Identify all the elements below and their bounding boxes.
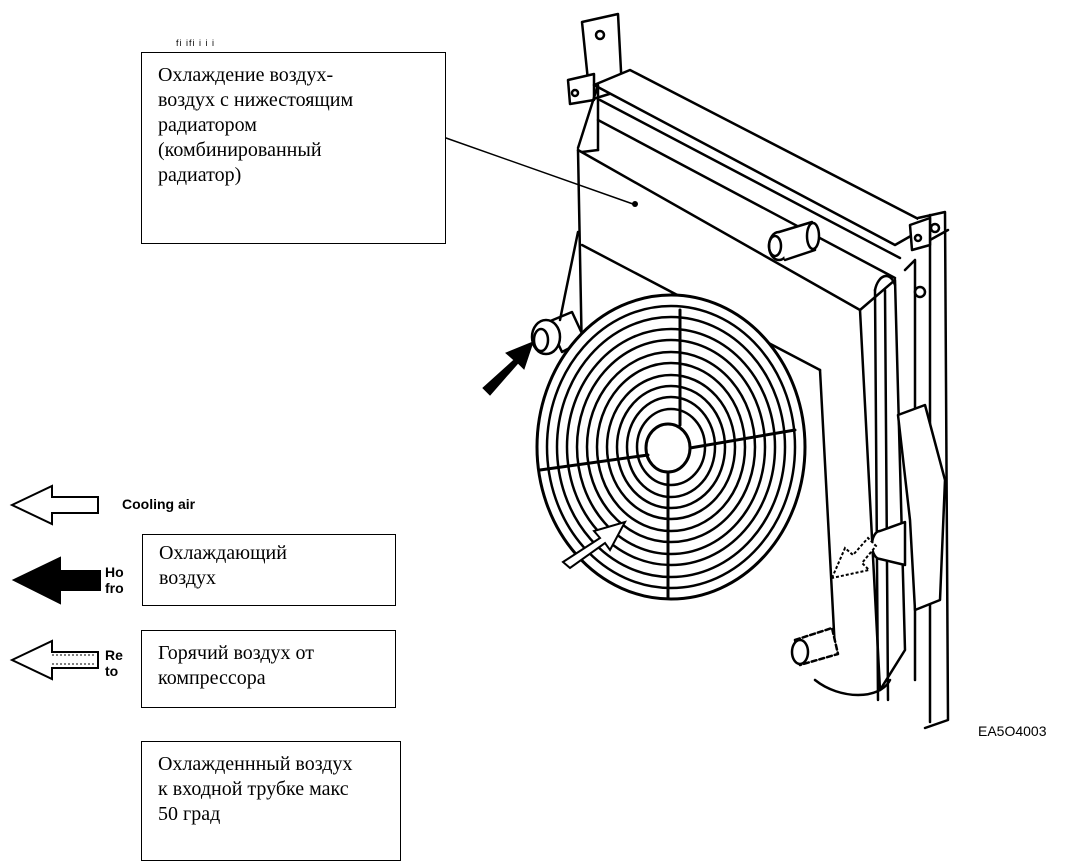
cooled-air-callout-line: Охлажденнный воздух xyxy=(158,753,353,775)
figure-code-label: EA5O4003 xyxy=(978,723,1047,739)
top-nozzle xyxy=(767,220,821,262)
legend-return-fragment-2: to xyxy=(105,663,119,679)
legend-hot-air-arrow xyxy=(11,556,101,605)
cooling-air-callout-line: Охлаждающий xyxy=(159,542,287,564)
vertical-hose xyxy=(870,274,907,702)
hot-air-callout-line: Горячий воздух от xyxy=(158,642,314,664)
legend-cooling-air-label: Cooling air xyxy=(122,496,196,512)
cooling-air-fan-arrow xyxy=(561,520,628,570)
header-scribble: fi ifi i i i xyxy=(176,38,215,48)
radiator-core xyxy=(576,68,932,692)
legend-return-hatch xyxy=(52,654,96,665)
cooled-air-callout-box: Охлажденнный воздух к входной трубке мак… xyxy=(141,741,401,861)
right-mounting-bracket xyxy=(896,210,950,730)
legend-hot-air-fragment-2: fro xyxy=(105,580,124,596)
fan-guard xyxy=(535,293,807,601)
radiator-callout-line: радиатором xyxy=(158,114,257,136)
legend-return-air-arrow xyxy=(9,639,99,681)
legend-cooling-air-arrow xyxy=(9,484,99,526)
leader-dot xyxy=(632,201,638,207)
legend-hot-air-fragment-1: Ho xyxy=(105,564,124,580)
cooling-air-callout-box: Охлаждающий воздух xyxy=(142,534,396,606)
radiator-callout-line: (комбинированный xyxy=(158,139,322,161)
bottom-outlet xyxy=(790,626,892,697)
hot-air-inlet-arrow xyxy=(482,341,534,396)
inlet-pipe xyxy=(530,230,587,356)
radiator-callout-line: Охлаждение воздух- xyxy=(158,64,334,86)
cooled-air-callout-line: к входной трубке макс xyxy=(158,778,349,800)
hot-air-callout-line: компрессора xyxy=(158,667,266,689)
cooled-air-callout-line: 50 град xyxy=(158,803,221,825)
legend-return-fragment-1: Re xyxy=(105,647,123,663)
radiator-callout-line: радиатор) xyxy=(158,164,242,186)
hot-air-callout-box: Горячий воздух от компрессора xyxy=(141,630,396,708)
radiator-callout-line: воздух с нижестоящим xyxy=(158,89,354,111)
cooling-air-callout-line: воздух xyxy=(159,567,217,589)
callout-leader-line xyxy=(445,137,634,205)
radiator-callout-box: Охлаждение воздух- воздух с нижестоящим … xyxy=(141,52,446,244)
cooled-air-outlet-arrow xyxy=(830,536,878,580)
